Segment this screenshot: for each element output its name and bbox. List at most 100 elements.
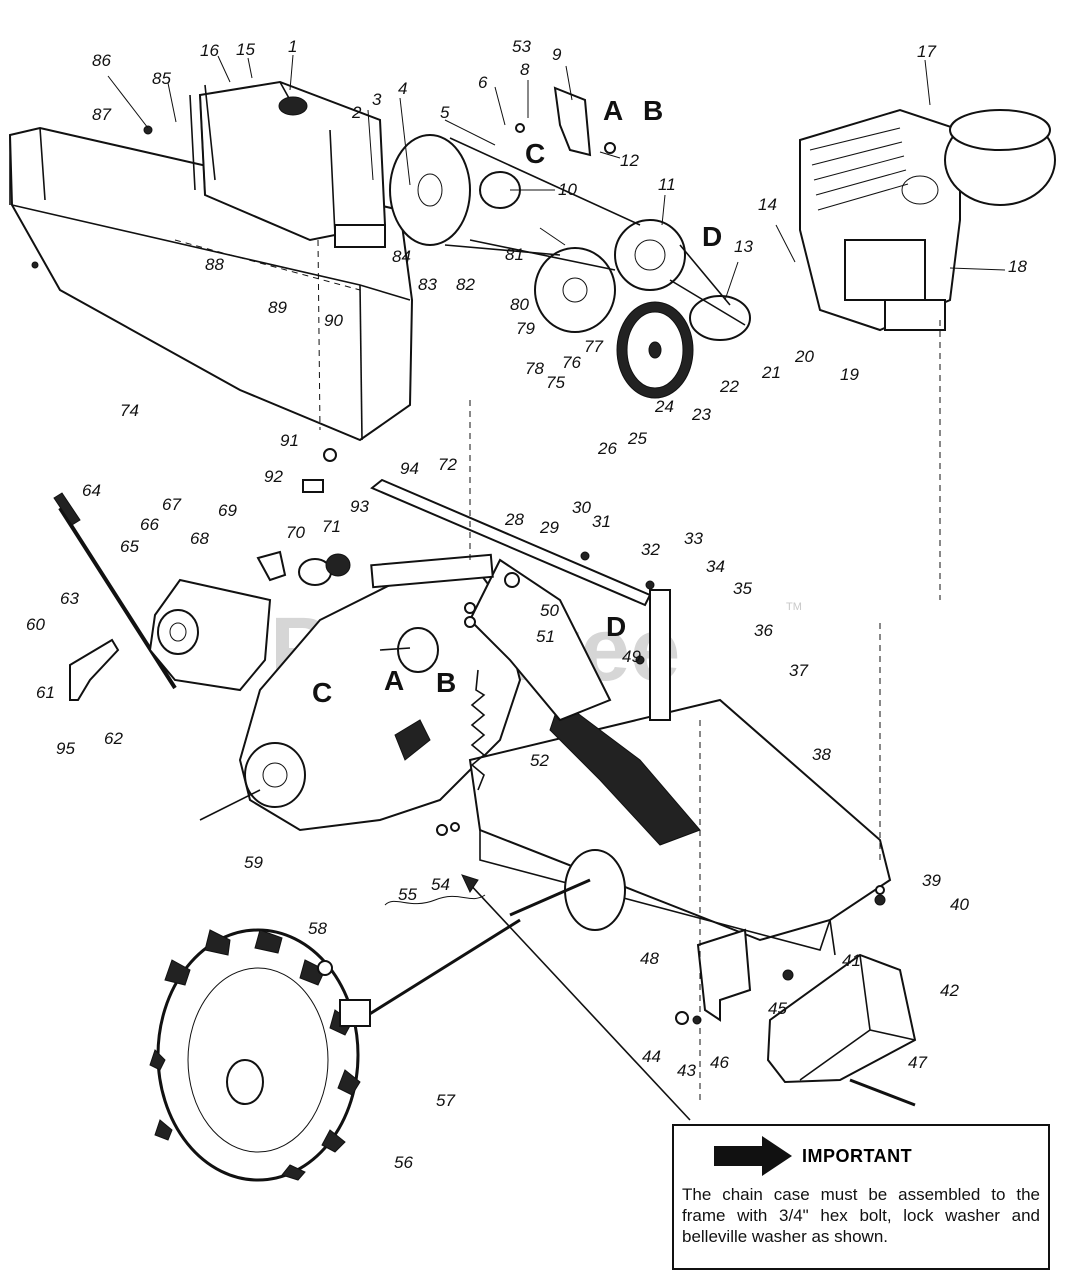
part-number-label: 34 <box>706 557 725 576</box>
transmission-housing <box>148 578 272 692</box>
notice-title: IMPORTANT <box>802 1145 913 1166</box>
drive-wheel <box>149 918 521 1182</box>
part-number-label: 62 <box>104 729 123 748</box>
part-number-label: 35 <box>733 579 752 598</box>
part-number-label: 45 <box>768 999 787 1018</box>
part-number-label: 14 <box>758 195 777 214</box>
important-notice: IMPORTANT The chain case must be assembl… <box>672 1124 1050 1270</box>
part-number-label: 57 <box>436 1091 455 1110</box>
part-number-label: 82 <box>456 275 475 294</box>
part-number-label: 11 <box>658 175 676 194</box>
part-number-label: 38 <box>812 745 831 764</box>
assembly-guide-lines <box>174 239 941 1121</box>
ref-letter-d: D <box>702 221 722 252</box>
watermark-trademark: TM <box>786 601 802 613</box>
part-number-label: 85 <box>152 69 171 88</box>
part-number-label: 93 <box>350 497 369 516</box>
part-number-label: 68 <box>190 529 209 548</box>
part-number-label: 74 <box>120 401 139 420</box>
part-number-label: 22 <box>719 377 739 396</box>
part-number-label: 33 <box>684 529 703 548</box>
part-number-label: 31 <box>592 512 611 531</box>
part-number-label: 72 <box>438 455 457 474</box>
ref-letter-a: A <box>384 665 404 696</box>
pulleys <box>389 134 751 399</box>
part-number-label: 20 <box>794 347 814 366</box>
part-number-label: 71 <box>322 517 341 536</box>
part-number-label: 37 <box>789 661 808 680</box>
part-number-label: 59 <box>244 853 263 872</box>
idler-bracket <box>553 86 592 157</box>
chain-case <box>199 558 522 832</box>
part-number-label: 23 <box>691 405 711 424</box>
part-number-label: 24 <box>654 397 674 416</box>
rear-axle-wheel <box>509 849 626 931</box>
right-arrow-icon <box>714 1136 792 1176</box>
part-number-label: 21 <box>761 363 781 382</box>
part-number-label: 81 <box>505 245 524 264</box>
fuel-tank <box>189 80 387 248</box>
part-number-label: 87 <box>92 105 111 124</box>
part-number-label: 39 <box>922 871 941 890</box>
part-number-label: 42 <box>940 981 959 1000</box>
part-number-label: 86 <box>92 51 111 70</box>
part-number-label: 78 <box>525 359 544 378</box>
part-number-label: 66 <box>140 515 159 534</box>
part-number-label: 46 <box>710 1053 729 1072</box>
part-number-label: 64 <box>82 481 101 500</box>
part-number-label: 12 <box>620 151 639 170</box>
part-number-label: 75 <box>546 373 565 392</box>
part-number-label: 56 <box>394 1153 413 1172</box>
part-number-label: 60 <box>26 615 45 634</box>
part-number-label: 77 <box>584 337 603 356</box>
part-number-label: 83 <box>418 275 437 294</box>
part-number-label: 29 <box>539 518 559 537</box>
part-number-label: 89 <box>268 298 287 317</box>
part-number-label: 5 <box>440 103 450 122</box>
part-number-label: 52 <box>530 751 549 770</box>
part-number-label: 41 <box>842 951 861 970</box>
control-link <box>649 589 671 721</box>
part-number-label: 43 <box>677 1061 696 1080</box>
part-number-label: 69 <box>218 501 237 520</box>
part-number-label: 9 <box>552 45 562 64</box>
weight-bracket <box>696 928 752 1022</box>
part-number-label: 61 <box>36 683 55 702</box>
part-number-label: 3 <box>372 90 382 109</box>
tension-spring <box>470 669 486 791</box>
weight-bolt <box>849 1078 916 1107</box>
part-number-label: 95 <box>56 739 75 758</box>
part-number-label: 17 <box>917 42 936 61</box>
part-number-label: 30 <box>572 498 591 517</box>
part-number-label: 2 <box>351 103 362 122</box>
part-number-label: 49 <box>622 647 641 666</box>
ref-letter-d: D <box>606 611 626 642</box>
part-number-label: 32 <box>641 540 660 559</box>
part-number-label: 54 <box>431 875 450 894</box>
part-number-label: 84 <box>392 247 411 266</box>
part-number-label: 65 <box>120 537 139 556</box>
part-number-label: 94 <box>400 459 419 478</box>
part-number-label: 58 <box>308 919 327 938</box>
notice-header: IMPORTANT <box>714 1136 912 1176</box>
front-weight <box>766 953 917 1084</box>
part-number-label: 50 <box>540 601 559 620</box>
shift-fork <box>256 550 287 582</box>
part-number-label: 76 <box>562 353 581 372</box>
part-number-label: 18 <box>1008 257 1027 276</box>
part-number-label: 88 <box>205 255 224 274</box>
part-number-label: 55 <box>398 885 417 904</box>
part-number-label: 6 <box>478 73 488 92</box>
part-number-label: 13 <box>734 237 753 256</box>
part-number-label: 91 <box>280 431 299 450</box>
part-number-label: 15 <box>236 40 255 59</box>
fasteners <box>143 123 886 1025</box>
part-number-label: 70 <box>286 523 305 542</box>
notice-body: The chain case must be assembled to the … <box>682 1185 1040 1246</box>
part-number-label: 19 <box>840 365 859 384</box>
part-number-label: 53 <box>512 37 531 56</box>
part-number-label: 26 <box>597 439 617 458</box>
part-number-label: 8 <box>520 60 530 79</box>
ref-letter-b: B <box>643 95 663 126</box>
